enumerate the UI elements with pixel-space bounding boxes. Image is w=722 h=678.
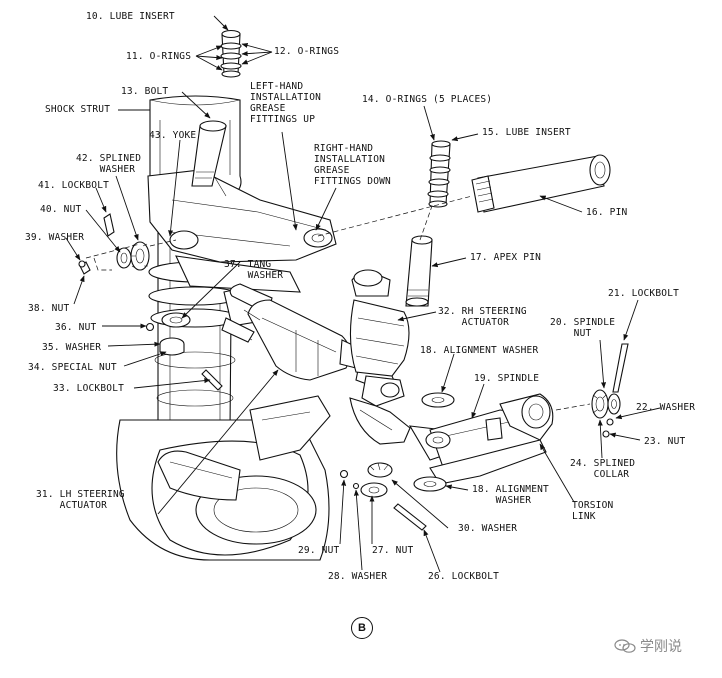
label-o-rings-12: 12. O-RINGS [274,46,340,57]
label-alignment-washer-18-top: 18. ALIGNMENT WASHER [420,345,539,356]
label-splined-collar-24: 24. SPLINED COLLAR [570,458,636,480]
label-right-hand-grease: RIGHT-HAND INSTALLATION GREASE FITTINGS … [314,143,391,187]
label-lockbolt-33: 33. LOCKBOLT [53,383,125,394]
lower-hardware-drawing [339,462,427,531]
label-bolt-13: 13. BOLT [121,86,169,97]
label-lockbolt-26: 26. LOCKBOLT [428,571,500,582]
label-washer-28: 28. WASHER [328,571,388,582]
right-hardware-drawing [555,343,629,438]
label-shock-strut: SHOCK STRUT [45,104,111,115]
label-special-nut-34: 34. SPECIAL NUT [28,362,117,373]
label-o-rings-14: 14. O-RINGS (5 PLACES) [362,94,493,105]
label-washer-22: 22. WASHER [636,402,696,413]
label-rh-steering-actuator-32: 32. RH STEERING ACTUATOR [438,306,527,328]
bolt-13-drawing [191,120,227,187]
label-washer-30: 30. WASHER [458,523,518,534]
label-left-hand-grease: LEFT-HAND INSTALLATION GREASE FITTINGS U… [250,81,322,125]
apex-centerline [419,205,433,241]
yoke-drawing [147,169,337,327]
label-alignment-washer-18-lower: 18. ALIGNMENT WASHER [472,484,549,506]
label-splined-washer-42: 42. SPLINED WASHER [76,153,142,175]
alignment-washers-drawing [413,392,455,492]
label-nut-27: 27. NUT [372,545,414,556]
label-apex-pin-17: 17. APEX PIN [470,252,542,263]
label-nut-40: 40. NUT [40,204,82,215]
label-o-rings-11: 11. O-RINGS [126,51,192,62]
label-yoke-43: 43. YOKE [149,130,197,141]
label-pin-16: 16. PIN [586,207,628,218]
left-hardware-drawing [78,213,177,275]
center-left-hardware-drawing [145,312,223,391]
label-nut-36: 36. NUT [55,322,97,333]
label-lube-insert-15: 15. LUBE INSERT [482,127,571,138]
pin-16-drawing [471,154,611,213]
label-nut-23: 23. NUT [644,436,686,447]
leader-lines [65,15,661,573]
label-lube-insert-10: 10. LUBE INSERT [86,11,175,22]
label-torsion-link: TORSION LINK [572,500,614,522]
rh-steering-actuator-drawing [349,269,455,461]
watermark-text: 学刚说 [640,639,682,655]
label-lh-steering-actuator-31: 31. LH STEERING ACTUATOR [36,489,125,511]
view-marker-badge: B [351,617,373,639]
lube-insert-15-drawing [427,140,451,208]
label-tang-washer-37: 37. TANG WASHER [224,259,284,281]
apex-pin-drawing [405,235,433,307]
pin-centerline [317,195,473,237]
spindle-torsion-link-drawing [425,393,554,485]
lube-insert-10-drawing [220,29,242,78]
watermark: 学刚说 [614,636,682,656]
label-lockbolt-41: 41. LOCKBOLT [38,180,110,191]
label-lockbolt-21: 21. LOCKBOLT [608,288,680,299]
label-spindle-nut-20: 20. SPINDLE NUT [550,317,616,339]
label-nut-38: 38. NUT [28,303,70,314]
label-nut-29: 29. NUT [298,545,340,556]
label-spindle-19: 19. SPINDLE [474,373,540,384]
label-washer-39: 39. WASHER [25,232,85,243]
label-washer-35: 35. WASHER [42,342,102,353]
chat-bubbles-icon [614,639,636,653]
